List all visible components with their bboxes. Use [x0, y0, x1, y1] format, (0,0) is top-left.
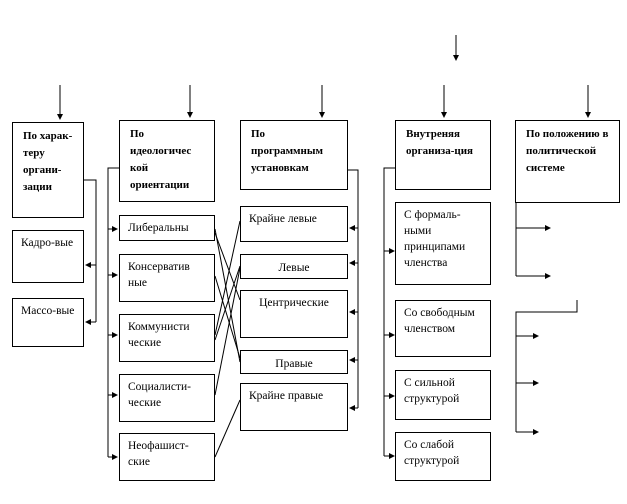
- box-left: Левые: [240, 254, 348, 279]
- box-conservative: Консерватив ные: [119, 254, 215, 302]
- box-strong-structure: С сильной структурой: [395, 370, 491, 420]
- box-formal-membership: С формаль-ными принципами членства: [395, 202, 491, 285]
- box-free-membership: Со свободным членством: [395, 300, 491, 357]
- box-centrist: Центрические: [240, 290, 348, 338]
- header-internal-organization: Внутреняя организа-ция: [395, 120, 491, 190]
- box-neofascist: Неофашист-ские: [119, 433, 215, 481]
- box-mass: Массо-вые: [12, 298, 84, 347]
- header-by-organization-character: По харак-теру органи-зации: [12, 122, 84, 218]
- box-communist: Коммунисти ческие: [119, 314, 215, 362]
- header-by-political-position: По положению в политической системе: [515, 120, 620, 203]
- box-weak-structure: Со слабой структурой: [395, 432, 491, 481]
- box-right: Правые: [240, 350, 348, 374]
- box-cadre: Кадро-вые: [12, 230, 84, 283]
- header-by-ideology: По идеологичес кой ориентации: [119, 120, 215, 202]
- box-far-left: Крайне левые: [240, 206, 348, 242]
- box-liberal: Либеральны: [119, 215, 215, 241]
- header-by-program: По программным установкам: [240, 120, 348, 190]
- box-socialist: Социалисти-ческие: [119, 374, 215, 422]
- box-far-right: Крайне правые: [240, 383, 348, 431]
